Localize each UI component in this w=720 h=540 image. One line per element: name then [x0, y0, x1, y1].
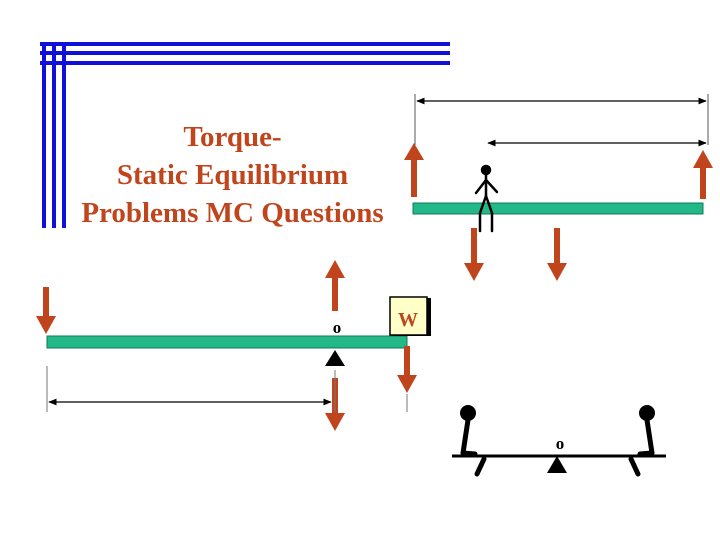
force-arrow-down-left-end — [36, 287, 56, 334]
pivot-label-lever: o — [333, 318, 342, 337]
seesaw-rider-icon — [628, 405, 655, 477]
force-arrow-down-left — [464, 228, 484, 281]
fulcrum-triangle-icon — [547, 456, 567, 473]
diagram-beam-with-person — [404, 94, 713, 281]
fulcrum-triangle-icon — [325, 350, 345, 366]
diagram-seesaw: o — [452, 405, 666, 477]
slide-title: Torque- Static Equilibrium Problems MC Q… — [40, 118, 425, 232]
force-arrow-up-pivot — [325, 260, 345, 311]
title-line-2: Static Equilibrium — [116, 159, 349, 191]
force-arrow-down-weight — [397, 346, 417, 393]
force-arrow-up-left — [404, 143, 424, 197]
weight-box: W — [389, 296, 431, 336]
stick-figure-icon — [474, 164, 499, 233]
diagram-lever-with-weight: o W — [36, 260, 431, 431]
force-arrow-down-right — [547, 228, 567, 281]
title-line-1: Torque- — [183, 121, 282, 153]
pivot-label-seesaw: o — [556, 434, 565, 453]
blue-frame-decoration — [40, 42, 450, 228]
lever-beam — [46, 335, 408, 349]
seesaw-rider-icon — [460, 405, 487, 477]
beam-top — [412, 202, 704, 215]
title-line-3: Problems MC Questions — [81, 197, 384, 229]
force-arrow-up-right — [693, 150, 713, 199]
weight-label: W — [398, 309, 418, 331]
